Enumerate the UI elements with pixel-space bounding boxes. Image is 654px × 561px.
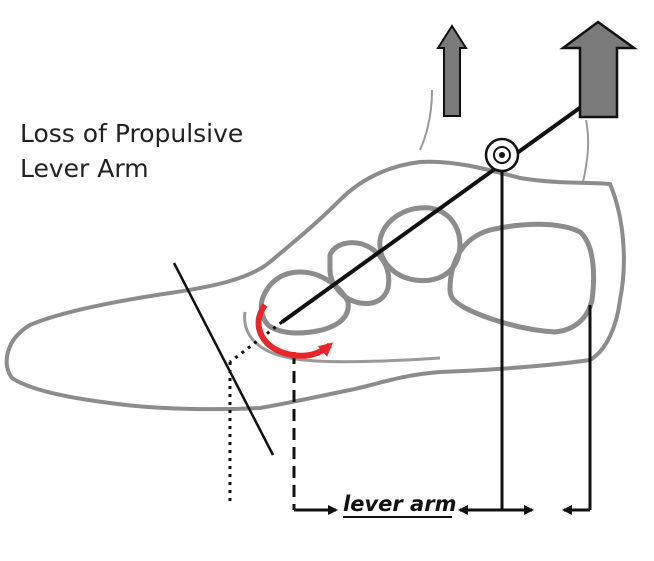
- foot-outline: [4, 159, 626, 412]
- axis-center-dot: [499, 152, 505, 158]
- title-line-2: Lever Arm: [20, 154, 149, 183]
- axis-inner-ring: [493, 146, 511, 164]
- title-line-1: Loss of Propulsive: [20, 119, 243, 148]
- metatarsal-head: [258, 269, 351, 336]
- inner-arch-line: [243, 311, 441, 364]
- up-arrow-small-icon: [436, 24, 468, 117]
- curved-red-arrow-icon: [255, 303, 334, 359]
- calcaneus-bone: [447, 221, 597, 335]
- leg-outline-front: [419, 89, 433, 151]
- joint-angle-line: [172, 262, 275, 456]
- dotted-diagonal-line: [229, 320, 283, 364]
- cuneiform-bone: [327, 240, 392, 306]
- leg-outline-back: [582, 119, 590, 183]
- lever-arm-label: lever arm: [343, 492, 456, 516]
- up-arrow-large-icon: [559, 20, 638, 119]
- lever-line: [280, 100, 590, 324]
